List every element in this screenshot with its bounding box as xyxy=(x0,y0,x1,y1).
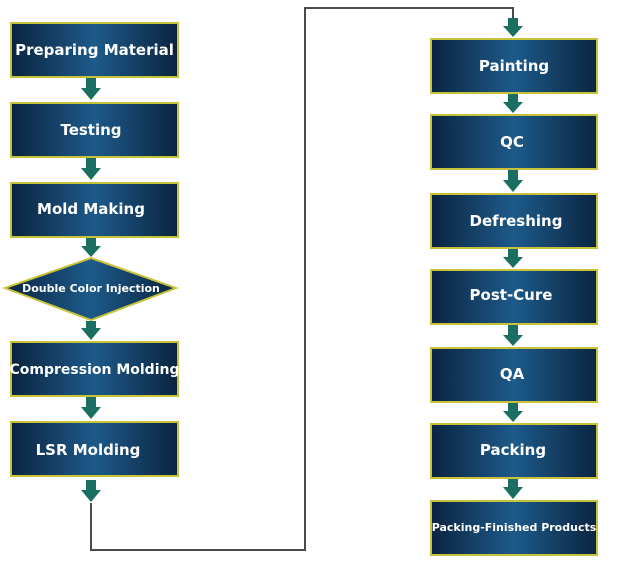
down-arrow-icon xyxy=(81,78,101,100)
down-arrow-icon xyxy=(503,325,523,346)
step-label: Mold Making xyxy=(37,200,145,218)
step-label: Compression Molding xyxy=(10,362,180,378)
down-arrow-icon xyxy=(503,403,523,422)
down-arrow-icon xyxy=(503,94,523,113)
step-label: Packing xyxy=(480,441,546,459)
step-testing: Testing xyxy=(10,102,179,158)
step-box xyxy=(430,269,598,325)
down-arrow-icon xyxy=(81,321,101,340)
decision-diamond xyxy=(2,256,179,322)
step-label: Double Color Injection xyxy=(22,282,160,295)
step-box xyxy=(10,421,179,477)
down-arrow-icon xyxy=(503,249,523,268)
right-column: Painting QC Defreshing Post-Cure QA xyxy=(430,18,598,556)
down-arrow-icon xyxy=(81,397,101,419)
step-box xyxy=(430,423,598,479)
step-box xyxy=(10,341,179,397)
down-arrow-icon xyxy=(503,479,523,499)
step-post-cure: Post-Cure xyxy=(430,269,598,325)
step-box xyxy=(430,114,598,170)
step-label: Defreshing xyxy=(470,212,563,230)
step-label: Testing xyxy=(60,121,121,139)
step-qa: QA xyxy=(430,347,598,403)
step-double-color-injection: Double Color Injection xyxy=(2,256,179,322)
down-arrow-icon xyxy=(81,238,101,257)
step-lsr-molding: LSR Molding xyxy=(10,421,179,477)
step-box xyxy=(430,38,598,94)
step-box xyxy=(10,182,179,238)
step-label: Painting xyxy=(479,57,549,75)
step-label: LSR Molding xyxy=(36,441,141,459)
step-label: Preparing Material xyxy=(15,41,174,59)
step-defreshing: Defreshing xyxy=(430,193,598,249)
step-box xyxy=(10,102,179,158)
step-packing: Packing xyxy=(430,423,598,479)
step-label: Packing-Finished Products xyxy=(432,521,597,534)
step-packing-finished-products: Packing-Finished Products xyxy=(430,500,598,556)
down-arrow-icon xyxy=(503,170,523,192)
step-mold-making: Mold Making xyxy=(10,182,179,238)
down-arrow-icon xyxy=(81,480,101,502)
step-label: QC xyxy=(500,133,524,151)
down-arrow-icon xyxy=(503,18,523,37)
step-label: QA xyxy=(500,365,525,383)
step-qc: QC xyxy=(430,114,598,170)
step-compression-molding: Compression Molding xyxy=(10,341,180,397)
step-box xyxy=(430,193,598,249)
column-connector-line xyxy=(90,7,514,551)
step-box xyxy=(10,22,179,78)
left-column: Preparing Material Testing Mold Making D… xyxy=(2,22,180,502)
step-preparing-material: Preparing Material xyxy=(10,22,179,78)
step-label: Post-Cure xyxy=(470,286,553,304)
step-box xyxy=(430,347,598,403)
step-painting: Painting xyxy=(430,38,598,94)
step-box xyxy=(430,500,598,556)
down-arrow-icon xyxy=(81,158,101,180)
